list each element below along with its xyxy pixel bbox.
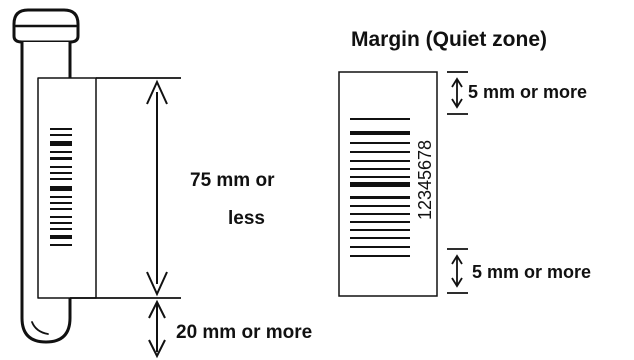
- top-quiet-zone-markers: [447, 71, 468, 115]
- dimension-lines: [70, 77, 181, 299]
- height-label-line2: less: [228, 208, 265, 229]
- bottom-margin-label: 20 mm or more: [176, 322, 312, 343]
- top-quiet-zone-label: 5 mm or more: [468, 82, 587, 102]
- test-tube-illustration: [12, 8, 97, 344]
- label-barcode: [350, 118, 410, 257]
- bottom-margin-arrow: [148, 299, 166, 359]
- height-label-line1: 75 mm or: [190, 170, 275, 191]
- bottom-quiet-zone-label: 5 mm or more: [472, 262, 591, 282]
- quiet-zone-title: Margin (Quiet zone): [351, 28, 547, 51]
- tube-bottom-reflection: [31, 321, 49, 335]
- bottom-quiet-zone-markers: [447, 248, 468, 294]
- height-dimension-arrow: [146, 79, 168, 297]
- barcode-number: 12345678: [415, 140, 435, 220]
- tube-barcode: [50, 128, 72, 246]
